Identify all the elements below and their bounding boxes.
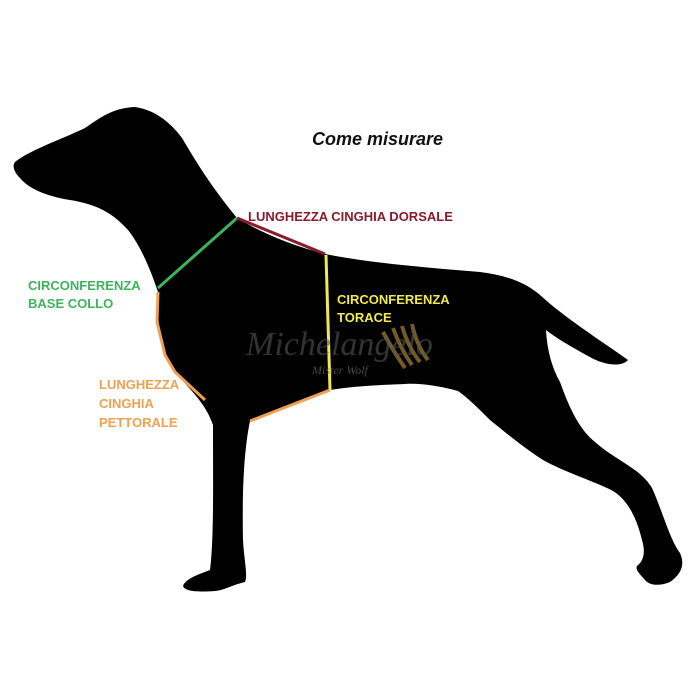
label-line: TORACE: [337, 310, 392, 325]
label-line: LUNGHEZZA: [99, 377, 180, 392]
watermark-claw-icon: [381, 323, 430, 370]
chest-measure-line: [324, 254, 332, 391]
pectoral-measure-line-belly: [249, 388, 331, 423]
label-line: BASE COLLO: [28, 296, 114, 311]
label-line: CIRCONFERENZA: [28, 278, 141, 293]
label-line: PETTORALE: [99, 415, 178, 430]
label-chest-circumference: CIRCONFERENZA TORACE: [337, 291, 450, 327]
watermark-main: Michelangelo: [245, 326, 433, 363]
neck-measure-line: [157, 216, 238, 290]
label-dorsal-strap-length: LUNGHEZZA CINGHIA DORSALE: [248, 209, 453, 224]
label-neck-circumference: CIRCONFERENZA BASE COLLO: [28, 277, 141, 313]
dorsal-measure-line: [236, 216, 326, 256]
pectoral-measure-line: [155, 291, 207, 402]
watermark-sub: Mister Wolf: [311, 363, 370, 377]
label-line: CIRCONFERENZA: [337, 292, 450, 307]
page-title: Come misurare: [312, 129, 444, 149]
label-line: CINGHIA: [99, 396, 154, 411]
dog-silhouette: [13, 107, 683, 592]
label-pectoral-strap-length: LUNGHEZZA CINGHIA PETTORALE: [99, 375, 179, 432]
